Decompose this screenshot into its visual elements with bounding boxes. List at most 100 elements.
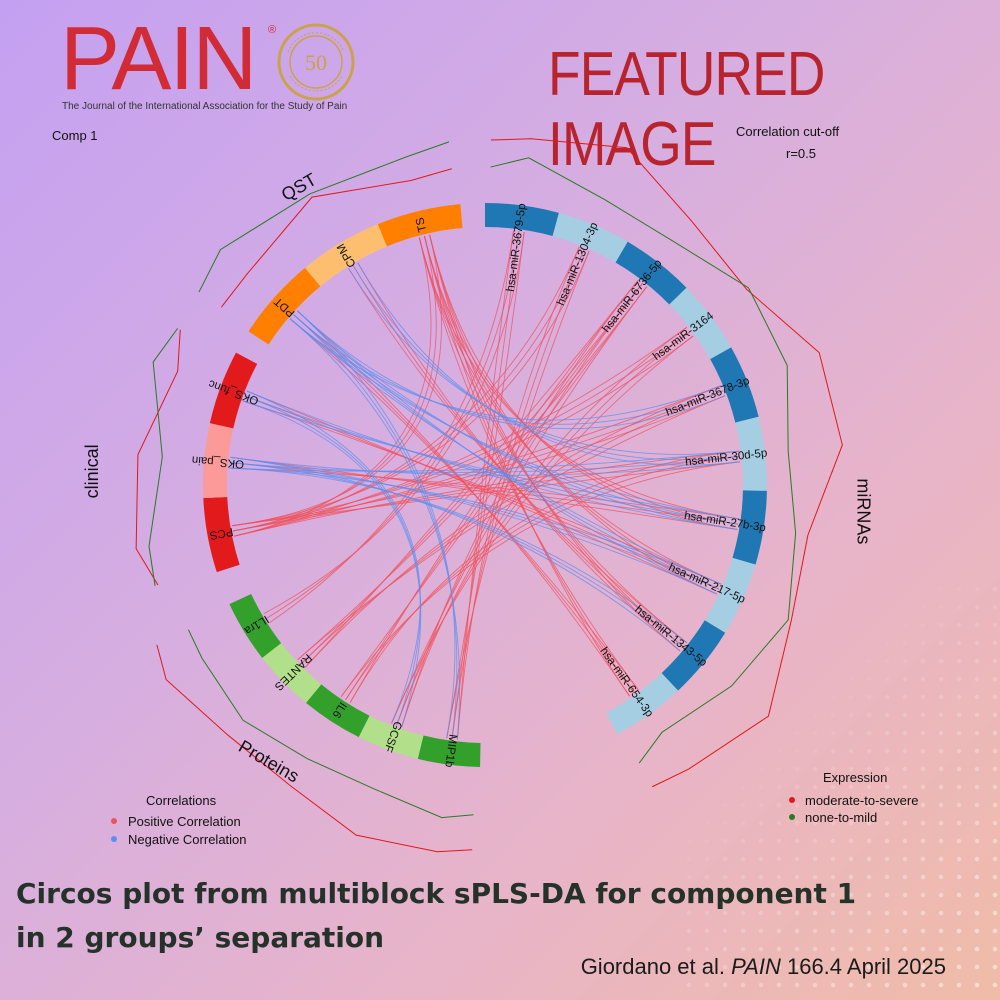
positive-correlation-link (269, 230, 514, 624)
positive-correlation-link (304, 279, 639, 668)
positive-correlation-link (391, 286, 648, 724)
legend-dot-positive (111, 818, 117, 824)
ring-segment (203, 497, 240, 573)
expression-lines (135, 138, 843, 853)
expression-line (135, 329, 181, 586)
negative-correlation-link (229, 450, 739, 472)
ring-segment (417, 735, 481, 767)
expression-line (490, 157, 797, 764)
ring-segment (358, 715, 424, 759)
legend-label-none: none-to-mild (805, 810, 877, 825)
positive-correlation-link (266, 231, 520, 619)
ring-segment (735, 416, 767, 491)
featured-image-heading: FEATURED IMAGE (548, 40, 825, 179)
negative-correlation-link (229, 462, 684, 648)
citation-issue: 166.4 April 2025 (786, 954, 946, 979)
expression-line (220, 168, 452, 308)
block-label: Proteins (235, 736, 302, 786)
positive-correlation-link (246, 390, 717, 595)
positive-correlation-link (451, 231, 520, 739)
block-label: clinical (82, 444, 102, 498)
positive-correlation-link (345, 456, 740, 700)
positive-correlation-link (233, 236, 437, 532)
correlation-legend-title: Correlations (146, 793, 217, 808)
positive-correlation-link (232, 234, 442, 527)
cutoff-value: r=0.5 (786, 146, 816, 161)
positive-correlation-link (234, 237, 432, 537)
feature-label: MIP1b (442, 734, 458, 769)
positive-correlation-link (244, 395, 720, 590)
journal-subtitle: The Journal of the International Associa… (62, 101, 348, 112)
positive-correlation-link (297, 395, 726, 660)
feature-label: PCS (208, 525, 234, 541)
legend-label-positive: Positive Correlation (128, 814, 241, 829)
negative-correlation-link (293, 314, 739, 525)
positive-correlation-link (234, 246, 580, 537)
citation: Giordano et al. PAIN 166.4 April 2025 (581, 954, 946, 980)
positive-correlation-link (243, 400, 722, 585)
citation-journal: PAIN (731, 954, 781, 979)
negative-correlation-link (352, 265, 740, 461)
correlation-legend: Correlations Positive Correlation Negati… (111, 793, 247, 847)
journal-logo: PAIN (60, 9, 257, 109)
ring-segment (229, 594, 282, 658)
legend-label-moderate: moderate-to-severe (805, 793, 918, 808)
anniversary-badge-icon: 50 (277, 23, 355, 101)
positive-correlation-link (401, 279, 639, 728)
positive-correlation-link (418, 237, 688, 643)
negative-correlation-link (289, 318, 739, 520)
chart-title: Comp 1 (52, 128, 98, 143)
feature-ring (203, 203, 767, 767)
positive-correlation-link (456, 230, 514, 740)
citation-authors: Giordano et al. (580, 954, 725, 979)
ring-segment (661, 620, 726, 691)
ring-segment (209, 352, 258, 429)
negative-correlation-link (289, 318, 722, 421)
expression-line (491, 138, 843, 788)
ring-segment (552, 212, 628, 263)
negative-correlation-link (297, 310, 456, 739)
block-label: miRNAs (853, 478, 873, 544)
cutoff-label: Correlation cut-off (736, 124, 839, 139)
ring-segment (306, 684, 370, 738)
positive-correlation-link (297, 286, 648, 660)
positive-correlation-link (429, 234, 681, 652)
positive-correlation-link (234, 327, 687, 537)
legend-dot-negative (111, 836, 117, 842)
positive-correlation-link (301, 390, 724, 664)
expression-line (156, 644, 473, 853)
ring-segment (262, 643, 322, 703)
negative-correlation-link (297, 310, 738, 530)
registered-mark: ® (268, 24, 277, 36)
ring-segment (615, 241, 687, 305)
expression-legend: Expression moderate-to-severe none-to-mi… (789, 770, 918, 825)
ring-segment (248, 267, 321, 345)
expression-line (198, 141, 450, 293)
positive-correlation-link (263, 231, 525, 615)
positive-correlation-link (349, 450, 739, 703)
svg-text:50: 50 (305, 50, 327, 75)
negative-correlation-link (229, 467, 722, 585)
ring-segment (485, 203, 559, 237)
correlation-links (229, 230, 740, 740)
negative-correlation-link (289, 318, 722, 585)
ring-segment (710, 347, 759, 423)
negative-correlation-link (348, 268, 739, 455)
negative-correlation-link (244, 395, 421, 726)
positive-correlation-link (340, 461, 740, 697)
positive-correlation-link (391, 335, 694, 724)
negative-correlation-link (229, 456, 740, 473)
ring-segment (304, 224, 387, 287)
legend-label-negative: Negative Correlation (128, 832, 247, 847)
positive-correlation-link (340, 286, 648, 697)
ring-segment (704, 557, 756, 633)
ring-segment (377, 204, 463, 247)
negative-correlation-link (293, 314, 724, 425)
caption-line-1: Circos plot from multiblock sPLS-DA for … (16, 877, 857, 910)
negative-correlation-link (243, 400, 422, 728)
negative-correlation-link (293, 314, 458, 739)
negative-correlation-link (357, 262, 740, 466)
ring-segment (606, 673, 679, 734)
